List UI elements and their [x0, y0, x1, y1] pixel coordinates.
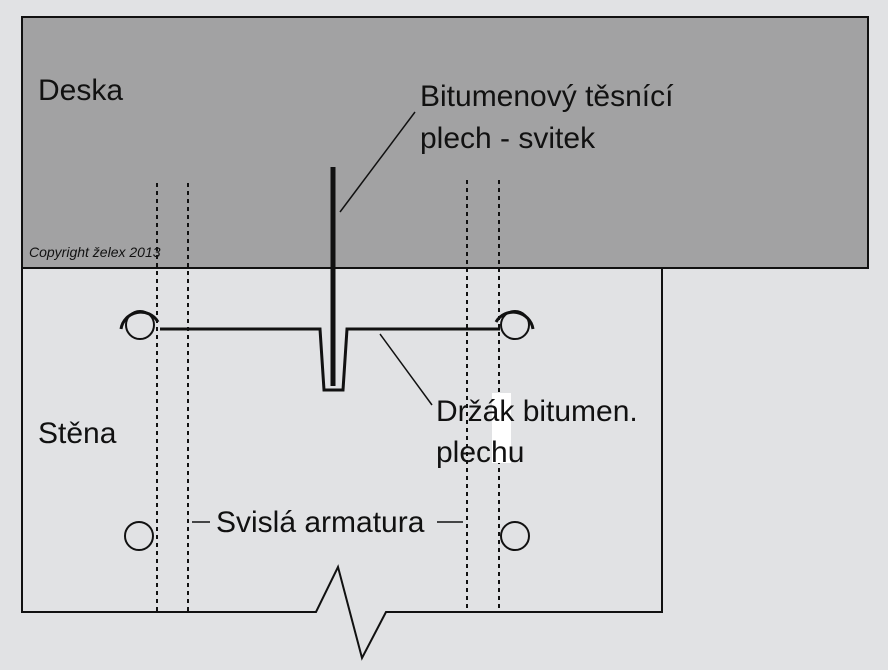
rebar-hook-right — [494, 310, 535, 330]
holder-label-line1: Držák bitumen. — [436, 395, 638, 428]
holder-label-word2: bitumen. — [523, 395, 638, 428]
holder-bracket — [160, 327, 500, 392]
rebar-circle-bottom-right — [500, 521, 530, 551]
holder-label-line2: plechu — [436, 436, 524, 469]
slab-label: Deska — [38, 74, 123, 107]
rebar-circle-bottom-left — [124, 521, 154, 551]
rebar-label: Svislá armatura — [216, 506, 425, 539]
copyright-text: Copyright želex 2013 — [29, 244, 161, 260]
strip-label-line2: plech - svitek — [420, 122, 596, 155]
rebar-hook-left — [119, 310, 160, 330]
label-highlight — [492, 393, 511, 463]
leader-strip — [339, 111, 416, 213]
wall-outline — [21, 268, 663, 661]
leader-holder — [379, 333, 433, 406]
horizontal-rebars — [119, 310, 535, 551]
wall-label: Stěna — [38, 417, 117, 450]
leader-lines — [192, 111, 463, 523]
slab — [21, 16, 869, 269]
holder-label-word1: Držák — [436, 395, 515, 428]
strip-label-line1: Bitumenový těsnící — [420, 80, 674, 113]
